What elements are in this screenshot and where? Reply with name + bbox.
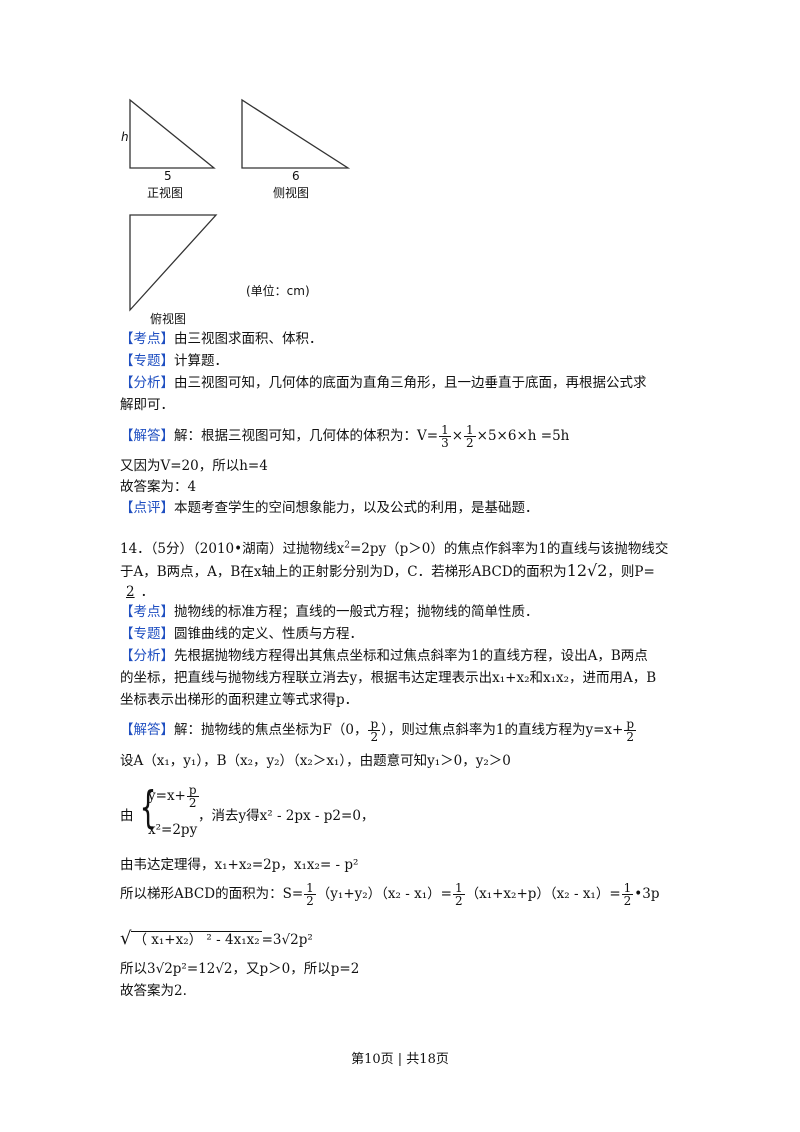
q14-fenxi-line1: 【分析】先根据抛物线方程得出其焦点坐标和过焦点斜率为1的直线方程，设出A，B两点 [120,648,648,664]
page-footer: 第10页 | 共18页 [351,1052,449,1067]
front-view-base-label: 5 [164,169,172,183]
system-result: ，消去y得x² - 2px - p2=0， [198,808,375,824]
q13-kaodian: 【考点】由三视图求面积、体积． [120,331,323,347]
root-inner: （ x₁+x₂） ² - 4x₁x₂ [131,931,262,948]
area-value: 12√2 [566,561,608,580]
side-view-base-label: 6 [292,169,300,183]
fenxi-tag: 【分析】 [120,648,174,664]
front-view-caption: 正视图 [147,186,184,200]
jieda-tag: 【解答】 [120,428,174,444]
fenxi-tag: 【分析】 [120,375,174,391]
q14-zhuanti: 【专题】圆锥曲线的定义、性质与方程． [120,626,363,642]
q13-answer: 故答案为：4 [120,479,197,495]
q14-root-expression: √（ x₁+x₂） ² - 4x₁x₂=3√2p² [120,928,313,949]
jieda-tag: 【解答】 [120,722,174,738]
three-view-figure [129,98,350,312]
system-eq2: x²=2py [148,822,198,838]
q13-fenxi-line2: 解即可． [120,397,174,413]
unit-label: (单位：cm) [246,284,310,298]
q13-given-v: 又因为V=20，所以h=4 [120,458,268,474]
q14-answer: 故答案为2. [120,983,187,999]
dianping-tag: 【点评】 [120,500,174,516]
front-view-triangle [129,98,216,169]
q14-stem-line1: 14．（5分）（2010•湖南）过抛物线x2=2py（p＞0）的焦点作斜率为1的… [120,540,669,557]
top-view-triangle [129,214,218,312]
q14-jieda-line2: 设A（x₁，y₁），B（x₂，y₂）（x₂＞x₁），由题意可知y₁＞0，y₂＞0 [120,753,511,769]
q14-stem-line3: 2． [120,583,154,601]
zhuanti-tag: 【专题】 [120,353,174,369]
q14-fenxi-line3: 坐标表示出梯形的面积建立等式求得p． [120,692,359,708]
q14-fenxi-line2: 的坐标，把直线与抛物线方程联立消去y，根据韦达定理表示出x₁+x₂和x₁x₂，进… [120,670,657,686]
q13-fenxi-line1: 【分析】由三视图可知，几何体的底面为直角三角形，且一边垂直于底面，再根据公式求 [120,375,647,391]
kaodian-tag: 【考点】 [120,604,174,620]
q14-result: 所以3√2p²=12√2，又p＞0，所以p=2 [120,961,360,977]
answer-blank: 2 [126,584,135,600]
q13-dianping: 【点评】本题考查学生的空间想象能力，以及公式的利用，是基础题． [120,500,539,516]
sqrt-icon: √ [120,928,132,949]
q13-zhuanti: 【专题】计算题． [120,353,228,369]
front-view-height-label: h [121,130,129,144]
q14-weida: 由韦达定理得，x₁+x₂=2p，x₁x₂= - p² [120,857,359,873]
q14-stem-line2: 于A，B两点，A，B在x轴上的正射影分别为D，C．若梯形ABCD的面积为12√2… [120,561,655,581]
kaodian-tag: 【考点】 [120,331,174,347]
brace-icon: { [139,782,157,833]
you-label: 由 [120,808,134,824]
zhuanti-tag: 【专题】 [120,626,174,642]
side-view-triangle [241,98,350,169]
side-view-caption: 侧视图 [273,186,310,200]
q14-kaodian: 【考点】抛物线的标准方程；直线的一般式方程；抛物线的简单性质． [120,604,539,620]
top-view-caption: 俯视图 [150,312,187,326]
